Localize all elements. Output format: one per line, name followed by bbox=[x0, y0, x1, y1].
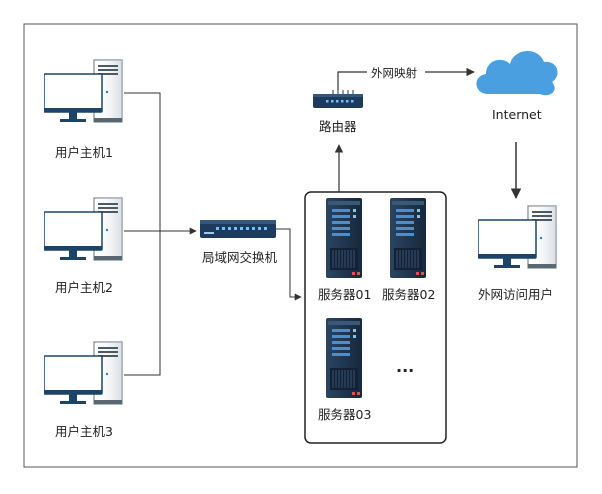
switch-label: 局域网交换机 bbox=[202, 250, 278, 265]
server-02[interactable] bbox=[390, 198, 426, 278]
host-label-3: 用户主机3 bbox=[55, 424, 113, 439]
nat-label-bg bbox=[367, 64, 425, 80]
router-label: 路由器 bbox=[319, 119, 357, 134]
nat-mapping-label: 外网映射 bbox=[371, 66, 417, 80]
server-label-02: 服务器02 bbox=[382, 287, 435, 302]
router[interactable] bbox=[313, 90, 363, 108]
server-03[interactable] bbox=[326, 318, 362, 398]
internet-cloud-icon[interactable] bbox=[476, 50, 558, 96]
internet-label: Internet bbox=[492, 107, 542, 122]
host-label-2: 用户主机2 bbox=[55, 280, 113, 295]
switch-to-servers-link bbox=[276, 228, 302, 301]
host-label-1: 用户主机1 bbox=[55, 145, 113, 160]
server-label-01: 服务器01 bbox=[318, 287, 371, 302]
router-to-internet-link bbox=[337, 67, 475, 90]
external-user-label: 外网访问用户 bbox=[478, 287, 553, 302]
server-01[interactable] bbox=[326, 198, 362, 278]
hosts-to-switch-links bbox=[124, 92, 197, 376]
lan-switch[interactable] bbox=[200, 220, 276, 238]
server-label-03: 服务器03 bbox=[318, 407, 371, 422]
more-servers-ellipsis: ... bbox=[396, 357, 414, 376]
